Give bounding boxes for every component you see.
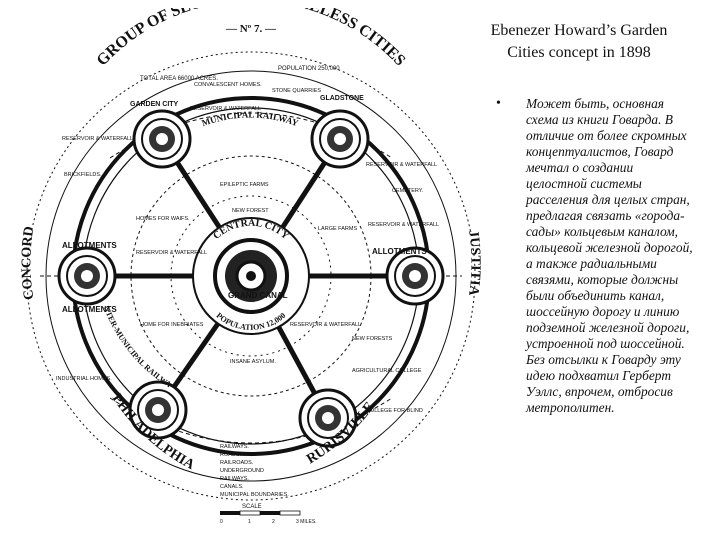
label-epileptic-farms: EPILEPTIC FARMS [220, 182, 269, 188]
satellite-town-concord [57, 246, 117, 306]
population-label: POPULATION 250,000 [278, 66, 340, 72]
bullet-marker: • [496, 96, 501, 111]
total-area-label: TOTAL AREA 66000 ACRES. [140, 76, 218, 82]
label-brickfields: BRICKFIELDS. [64, 172, 102, 178]
svg-text:CANALS.: CANALS. [220, 484, 244, 490]
label-insane-asylum: INSANE ASYLUM. [230, 359, 276, 365]
label-reservoir-centre: RESERVOIR & WATERFALL [136, 250, 207, 256]
slide-title: Ebenezer Howard’s Garden Cities concept … [490, 22, 668, 61]
grand-canal-label: GRAND CANAL [228, 291, 288, 300]
label-large-farms: LARGE FARMS [318, 226, 357, 232]
label-industrial-homes: INDUSTRIAL HOMES. [56, 376, 112, 382]
label-homes-for-waifs: HOMES FOR WAIFS. [136, 216, 190, 222]
svg-text:1: 1 [248, 519, 251, 525]
town-name-justitia: JUSTITIA [465, 229, 482, 297]
label-cemetery: CEMETERY. [392, 188, 424, 194]
label-reservoir-right: RESERVOIR & WATERFALL [366, 162, 437, 168]
label-allotments-left: ALLOTMENTS [62, 241, 117, 250]
label-new-forests: NEW FORESTS [352, 336, 393, 342]
satellite-town-gladstone [310, 109, 370, 169]
diagram-arc-title: GROUP OF SLUMLESS SMOKELESS CITIES [94, 8, 409, 69]
label-allotments-left2: ALLOTMENTS [62, 305, 117, 314]
town-name-concord: CONCORD [20, 225, 37, 300]
garden-cities-diagram: GROUP OF SLUMLESS SMOKELESS CITIES CONCO… [20, 8, 482, 525]
label-reservoir-lower: RESERVOIR & WATERFALL [290, 322, 361, 328]
label-reservoir-right2: RESERVOIR & WATERFALL [368, 222, 439, 228]
diagram-legend: RAILWAYS. ROADS. RAILROADS. UNDERGROUND … [220, 444, 289, 498]
label-new-forest: NEW FOREST [232, 208, 269, 214]
satellite-town-justitia [385, 246, 445, 306]
satellite-town-rurisville [298, 388, 358, 448]
label-reservoir-left: RESERVOIR & WATERFALL [62, 136, 133, 142]
scale-bar: SCALE 0 1 2 3 MILES. [220, 504, 317, 525]
label-college-for-blind: COLLEGE FOR BLIND [366, 408, 423, 414]
central-city [192, 217, 310, 335]
satellite-town-philadelphia [128, 380, 188, 440]
svg-text:0: 0 [220, 519, 223, 525]
diagram-number: — Nº 7. — [225, 23, 277, 35]
svg-text:SCALE: SCALE [242, 504, 262, 510]
svg-text:RAILWAYS.: RAILWAYS. [220, 476, 249, 482]
svg-text:2: 2 [272, 519, 275, 525]
label-stone-quarries: STONE QUARRIES [272, 88, 321, 94]
satellite-town-garden-city [132, 109, 192, 169]
svg-text:RAILROADS.: RAILROADS. [220, 460, 254, 466]
inter-municipal-railway-label: INTER-MUNICIPAL RAILWAY [20, 8, 173, 389]
svg-text:ROADS.: ROADS. [220, 452, 242, 458]
label-allotments-right: ALLOTMENTS [372, 247, 427, 256]
bullet-text: Может быть, основная схема из книги Гова… [526, 96, 693, 415]
town-name-gladstone: GLADSTONE [320, 95, 364, 102]
label-home-inebriates: HOME FOR INEBRIATES [140, 322, 204, 328]
town-name-garden-city: GARDEN CITY [130, 101, 179, 108]
svg-text:MUNICIPAL BOUNDARIES.: MUNICIPAL BOUNDARIES. [220, 492, 289, 498]
label-agricultural-college: AGRICULTURAL COLLEGE [352, 368, 422, 374]
svg-text:UNDERGROUND: UNDERGROUND [220, 468, 264, 474]
svg-text:RAILWAYS.: RAILWAYS. [220, 444, 249, 450]
label-convalescent-homes: CONVALESCENT HOMES. [194, 82, 262, 88]
svg-text:3 MILES.: 3 MILES. [296, 519, 317, 525]
label-reservoir-top: RESERVOIR & WATERFALL [190, 106, 261, 112]
